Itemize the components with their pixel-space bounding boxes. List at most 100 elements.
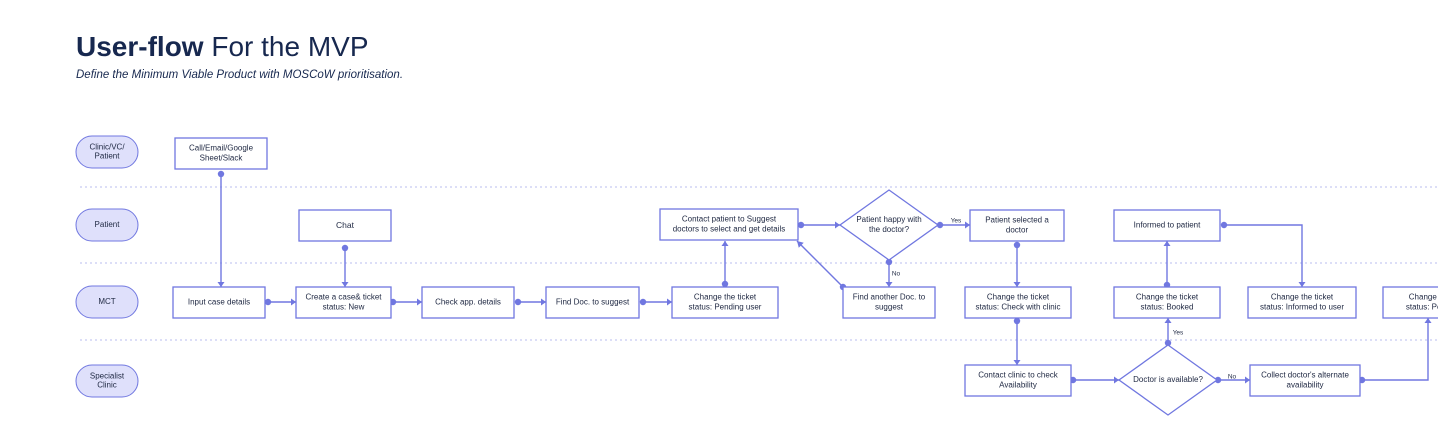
process-box — [964, 364, 1072, 397]
lane-pill — [75, 135, 139, 169]
lane-label-line: MCT — [98, 297, 115, 306]
edge-informed-informeduser — [1220, 221, 1306, 287]
arrow-head — [541, 298, 546, 306]
edge-happy-another — [885, 258, 893, 287]
arrow-head — [1424, 318, 1432, 323]
node-label-line: Change the ticket — [694, 293, 757, 302]
arrow-head — [1114, 376, 1119, 384]
edge-label-yes1: Yes — [951, 218, 962, 225]
lane-clinic: Clinic/VC/Patient — [75, 135, 139, 169]
swimlane-labels: Clinic/VC/PatientPatientMCTSpecialistCli… — [75, 135, 139, 398]
node-label-line: Change the ticket — [1136, 293, 1199, 302]
edge-contactclinic-available — [1069, 376, 1119, 384]
connector-dot — [217, 170, 225, 178]
process-box — [298, 209, 392, 242]
connector-dot — [264, 298, 272, 306]
connector-dot — [1220, 221, 1228, 229]
connector-dot — [1013, 241, 1021, 249]
node-find: Find Doc. to suggest — [545, 286, 640, 319]
title-bold: User-flow — [76, 31, 204, 62]
decision-diamond — [1117, 344, 1219, 416]
connector-dot — [721, 280, 729, 288]
edge-booked-informed — [1163, 241, 1171, 289]
page-subtitle: Define the Minimum Viable Product with M… — [76, 69, 404, 81]
process-box — [545, 286, 640, 319]
node-label-line: doctors to select and get details — [673, 225, 786, 234]
process-box — [1249, 364, 1361, 397]
arrow-head — [667, 298, 672, 306]
process-box — [671, 286, 779, 319]
edge-collect-pend2 — [1358, 318, 1432, 384]
node-label-line: status: New — [323, 303, 365, 312]
lane-label-line: Clinic/VC/ — [89, 143, 125, 152]
node-label-line: Sheet/Slack — [200, 154, 244, 163]
process-box — [174, 137, 268, 170]
edge-label-yes2: Yes — [1173, 330, 1184, 337]
arrow-head — [1164, 318, 1172, 323]
decision-diamond — [838, 189, 940, 261]
process-box — [1113, 286, 1221, 319]
node-label-line: doctor — [1006, 226, 1029, 235]
edge-check-find — [514, 298, 546, 306]
arrow-head — [417, 298, 422, 306]
node-label-line: status: Informed to user — [1260, 303, 1344, 312]
connector-dot — [885, 258, 893, 266]
edge-find-pending — [639, 298, 672, 306]
arrow-head — [1245, 376, 1250, 384]
page-title: User-flow For the MVP — [76, 30, 369, 64]
arrow-head — [797, 241, 804, 248]
node-label-line: Change the ticket — [1271, 293, 1334, 302]
edge-input-create — [264, 298, 296, 306]
node-label-line: Check app. details — [435, 298, 501, 307]
node-input: Input case details — [172, 286, 266, 319]
edge-pending-contact — [721, 241, 729, 288]
process-box — [421, 286, 515, 319]
arrow-head — [291, 298, 296, 306]
arrow-head — [721, 241, 729, 246]
node-available: Doctor is available? — [1117, 344, 1219, 416]
node-label-line: status: Booked — [1141, 303, 1194, 312]
node-chat: Chat — [298, 209, 392, 242]
edge-another-contact — [796, 240, 847, 291]
connector-dot — [341, 244, 349, 252]
node-label-line: Create a case& ticket — [305, 293, 382, 302]
arrow-head — [341, 282, 349, 287]
node-informed: Informed to patient — [1113, 209, 1221, 242]
edge-chat-create — [341, 244, 349, 287]
process-box — [659, 208, 799, 241]
connector-dot — [1164, 339, 1172, 347]
node-label-line: Contact patient to Suggest — [682, 215, 777, 224]
connector-dot — [936, 221, 944, 229]
arrow-head — [1298, 282, 1306, 287]
lane-separators — [80, 186, 1438, 341]
edge-happy-selected — [936, 221, 970, 229]
connector-dot — [514, 298, 522, 306]
lane-label-line: Patient — [95, 152, 121, 161]
process-box — [1382, 286, 1438, 319]
edge-available-booked — [1164, 318, 1172, 347]
arrow-head — [217, 282, 225, 287]
process-box — [295, 286, 392, 319]
edge-call-input — [217, 170, 225, 287]
process-box — [969, 209, 1065, 242]
lane-label-line: Patient — [95, 220, 121, 229]
connector-dot — [639, 298, 647, 306]
arrow-head — [1013, 360, 1021, 365]
node-label-line: Doctor is available? — [1133, 375, 1203, 384]
node-label-line: Patient selected a — [985, 216, 1049, 225]
node-label-line: Chat — [336, 220, 355, 230]
connector-line — [1362, 318, 1429, 381]
flow-connectors — [217, 170, 1432, 384]
